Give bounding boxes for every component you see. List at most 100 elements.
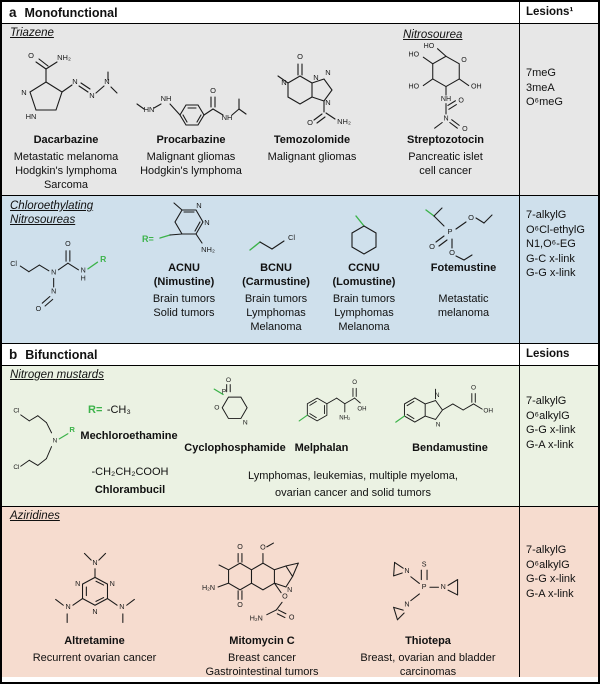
thiotepa-structure: S P N N N — [393, 560, 459, 621]
atom-label: N — [75, 579, 80, 588]
r-equals-label: R= — [142, 234, 154, 244]
indication-line: carcinomas — [399, 665, 457, 678]
atom-label: NH₂ — [201, 245, 215, 254]
drug-name: Mitomycin C — [229, 635, 295, 647]
indication-line: Hodgkin's lymphoma — [15, 164, 117, 177]
triazene-group-label: Triazene — [10, 27, 54, 39]
bonds — [54, 552, 135, 624]
indication-line: Pancreatic islet — [408, 150, 483, 163]
lesions-list-aziridines: 7-alkylG O⁶alkylG G-G x-link G-A x-link — [519, 507, 598, 677]
indication-line: ovarian cancer and solid tumors — [275, 487, 431, 499]
indication-line: Metastatic — [438, 293, 489, 305]
drug-name: Melphalan — [294, 442, 349, 454]
lesion-item: G-A x-link — [526, 438, 574, 451]
bonds — [20, 414, 69, 467]
atom-label: N — [65, 602, 70, 611]
bonds — [136, 96, 247, 126]
lesions-header-b: Lesions — [519, 344, 598, 365]
r-group-label: R — [100, 254, 107, 264]
lesion-item: G-G x-link — [526, 424, 576, 436]
drug-indications: Brain tumors Lymphomas Melanoma — [333, 292, 395, 334]
atom-label: O — [226, 377, 231, 384]
lesion-item: 7-alkylG — [526, 395, 567, 407]
atom-label: S — [422, 560, 427, 568]
atom-label: O — [461, 56, 467, 64]
panel-b-letter: b — [9, 347, 18, 362]
drug-indications: Brain tumors Lymphomas Melanoma — [245, 292, 307, 334]
indication-line: Lymphomas — [246, 307, 306, 319]
ccnu-column: CCNU (Lomustine) Brain tumors Lymphomas … — [320, 200, 408, 334]
drug-name: CCNU — [348, 262, 380, 274]
drug-name: BCNU — [260, 262, 292, 274]
panel-b-header: b Bifunctional Lesions — [2, 344, 598, 366]
atom-label: P — [422, 583, 427, 591]
drug-name: Streptozotocin — [407, 134, 484, 146]
atom-label: O — [289, 613, 295, 621]
lesion-item: G-C x-link — [526, 252, 575, 265]
atom-label: OH — [357, 405, 366, 412]
ccnu-structure — [351, 215, 377, 255]
aziridines-columns: N N N N N N Altretamine Recurrent ovaria… — [2, 523, 519, 679]
melphalan-structure: O OH NH₂ — [298, 379, 367, 422]
atom-label: O — [307, 118, 313, 127]
indication-line: Brain tumors — [332, 293, 396, 305]
atom-label: N — [81, 267, 86, 275]
indication-line: Malignant gliomas — [146, 150, 236, 163]
atom-label: O — [237, 601, 243, 609]
atom-label: O — [282, 592, 288, 600]
atom-label: O — [352, 379, 357, 386]
fotemustine-structure-wrap: P O O O — [408, 200, 519, 262]
triazene-row: Triazene Nitrosourea — [2, 24, 598, 196]
lesion-item: 3meA — [526, 81, 555, 94]
lesion-item: O⁶alkylG — [526, 558, 570, 571]
bonds — [298, 387, 361, 422]
mustards-indications: Lymphomas, leukemias, multiple myeloma, … — [192, 468, 514, 502]
atom-label: N — [441, 583, 446, 591]
drug-name: Mechloroethamine — [80, 430, 178, 442]
atom-label: N — [443, 115, 448, 123]
lesion-item: G-A x-link — [526, 587, 574, 600]
lesion-item: 7-alkylG — [526, 209, 567, 221]
dacarbazine-structure: O NH₂ N HN N N N — [21, 51, 118, 121]
dacarbazine-column: O NH₂ N HN N N N Dacarbazine Metastatic … — [2, 40, 130, 192]
panel-b-title: Bifunctional — [25, 347, 98, 362]
bonds — [249, 240, 285, 251]
procarbazine-structure-wrap: HN NH O NH — [130, 40, 252, 134]
drug-indications: Breast, ovarian and bladder carcinomas — [360, 651, 495, 679]
lesion-item: O⁶alkylG — [526, 409, 570, 422]
mitomycin-structure: O H₂N O O N O O H₂N — [202, 542, 299, 622]
r2-formula: -CH₂CH₂COOH — [91, 466, 169, 478]
atom-label: N — [313, 73, 318, 82]
r-group-label: R — [69, 425, 75, 434]
lesion-item: 7-alkylG — [526, 544, 567, 556]
triazene-main: Triazene Nitrosourea — [2, 24, 519, 195]
drug-name: Altretamine — [64, 635, 125, 647]
drug-name-alt: (Lomustine) — [332, 275, 396, 288]
mitomycin-structure-wrap: O H₂N O O N O O H₂N — [187, 523, 337, 635]
bonds — [217, 542, 299, 619]
bcnu-column: Cl BCNU (Carmustine) Brain tumors Lympho… — [232, 200, 320, 334]
drug-indications: Pancreatic islet cell cancer — [408, 150, 483, 178]
bonds — [213, 384, 248, 419]
indication-line: melanoma — [437, 307, 490, 319]
atom-label: O — [36, 305, 42, 313]
atom-label: NH₂ — [337, 117, 351, 126]
atom-label: N — [89, 91, 94, 100]
mustards-row: Nitrogen mustards Cl Cl N R R= -CH₃ Mech… — [2, 366, 598, 507]
atom-label: N — [404, 600, 409, 608]
cenu-row: Chloroethylating Nitrosoureas Cl N N — [2, 196, 598, 344]
lesions-list-triazene: 7meG 3meA O⁶meG — [519, 24, 598, 195]
drug-name: ACNU — [168, 262, 200, 274]
mustard-core-structure: Cl Cl N R — [13, 407, 75, 471]
procarbazine-column: HN NH O NH Procarbazine Malignant glioma… — [130, 40, 252, 192]
indication-line: Brain tumors — [244, 293, 308, 305]
drug-name-block: Fotemustine — [431, 262, 496, 290]
bonds — [19, 250, 99, 307]
drug-indications: Malignant gliomas — [268, 150, 357, 164]
mitomycin-column: O H₂N O O N O O H₂N Mitomycin C Breast c… — [187, 523, 337, 679]
acnu-structure-wrap: R= N N NH₂ — [136, 200, 232, 262]
indication-line: Lymphomas, leukemias, multiple myeloma, — [248, 470, 458, 482]
streptozotocin-structure: HO HO O HO OH NH O N O — [408, 42, 481, 133]
indication-line: Gastrointestinal tumors — [205, 665, 319, 678]
atom-label: N — [287, 586, 292, 594]
